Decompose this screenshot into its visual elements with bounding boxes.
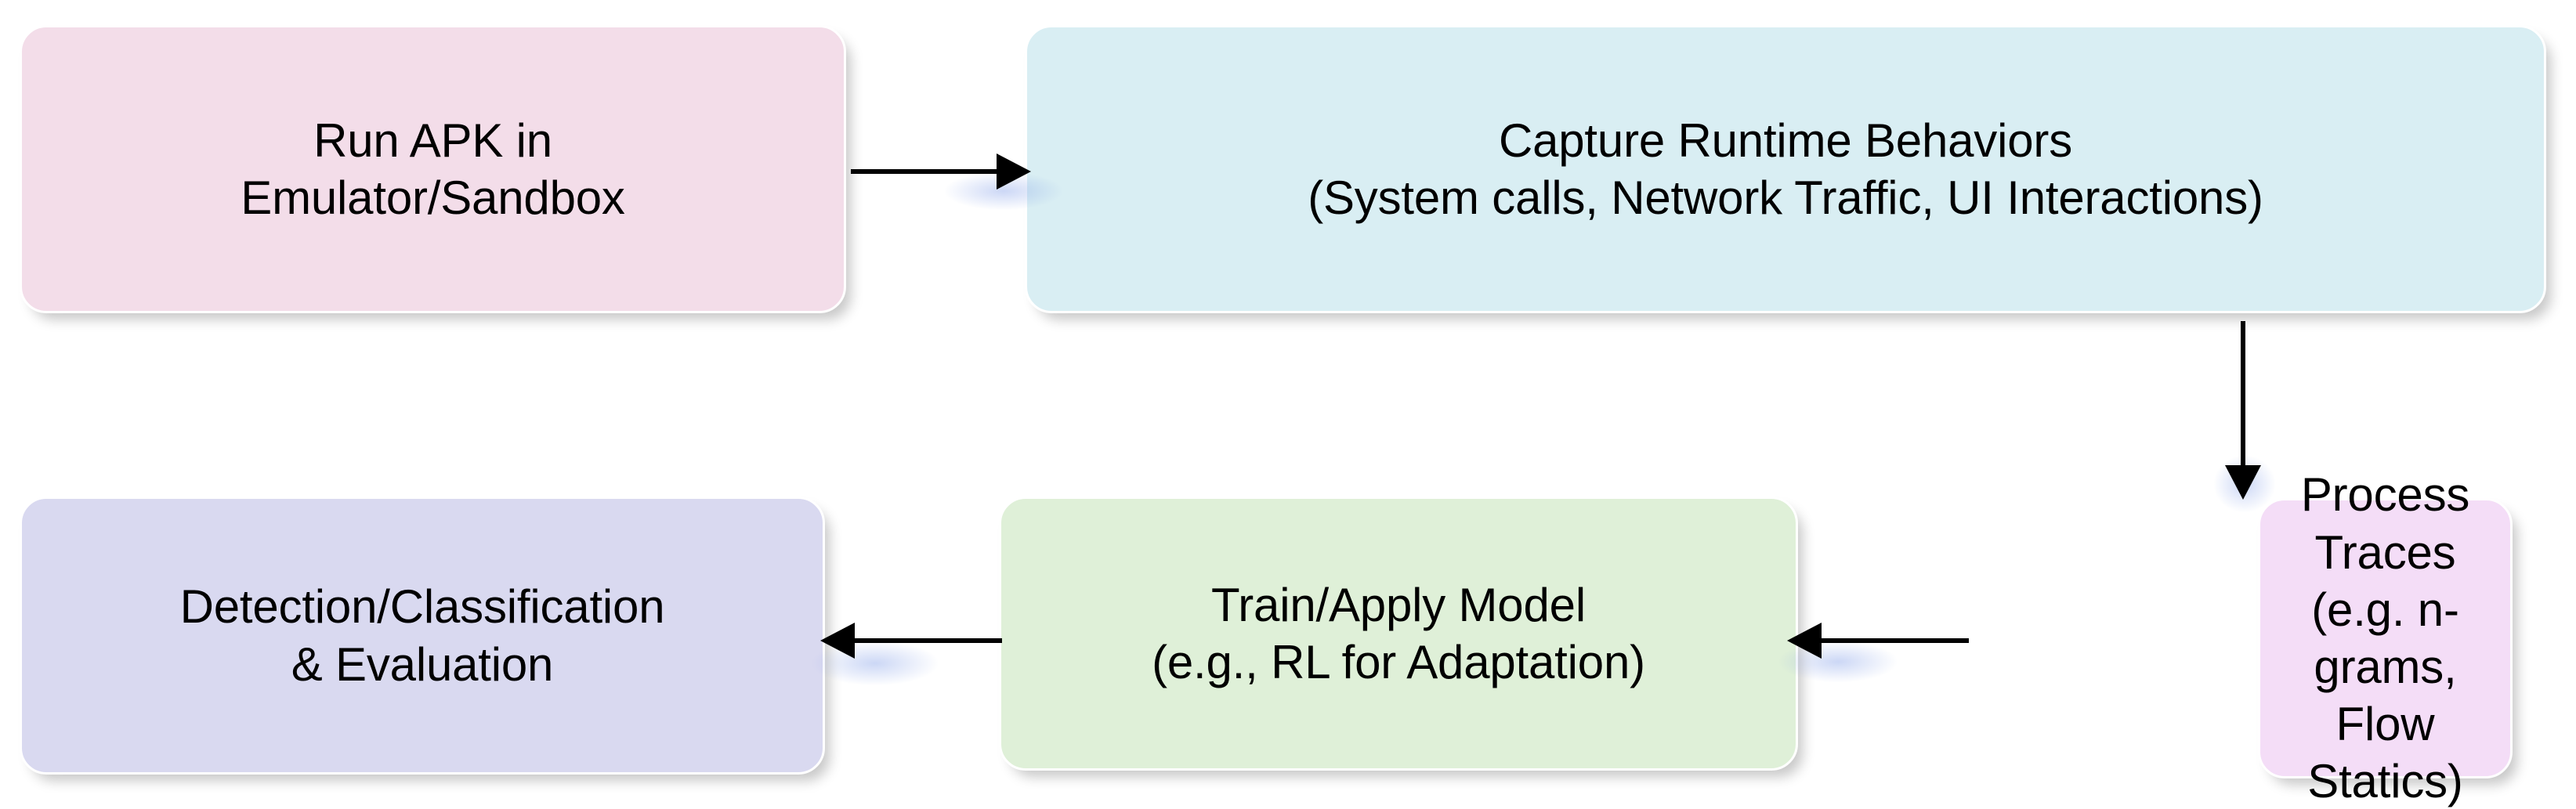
flow-node-process-traces[interactable]: Process Traces (e.g. n-grams, Flow Stati…: [2258, 468, 2513, 807]
arrow-head-down-icon: [2225, 465, 2261, 500]
flow-node-detection-classification[interactable]: Detection/Classification & Evaluation: [20, 497, 825, 775]
arrow-shaft: [1817, 638, 1969, 643]
arrow-head-left-icon: [1787, 623, 1822, 659]
arrow-capture-runtime-to-process-traces: [2214, 321, 2275, 512]
flow-node-capture-runtime-behaviors[interactable]: Capture Runtime Behaviors (System calls,…: [1025, 25, 2546, 313]
arrow-train-apply-model-to-detection-classification: [812, 623, 1002, 685]
arrow-shaft: [851, 169, 1004, 174]
arrow-head-right-icon: [997, 153, 1031, 190]
flow-node-train-apply-model[interactable]: Train/Apply Model (e.g., RL for Adaptati…: [999, 497, 1798, 771]
arrow-shaft: [2241, 321, 2245, 471]
arrow-run-apk-to-capture-runtime: [851, 153, 1062, 210]
arrow-process-traces-to-train-apply-model: [1779, 623, 1969, 682]
flow-node-run-apk[interactable]: Run APK in Emulator/Sandbox: [20, 25, 846, 313]
arrow-head-left-icon: [820, 623, 855, 659]
arrow-shaft: [850, 638, 1002, 643]
